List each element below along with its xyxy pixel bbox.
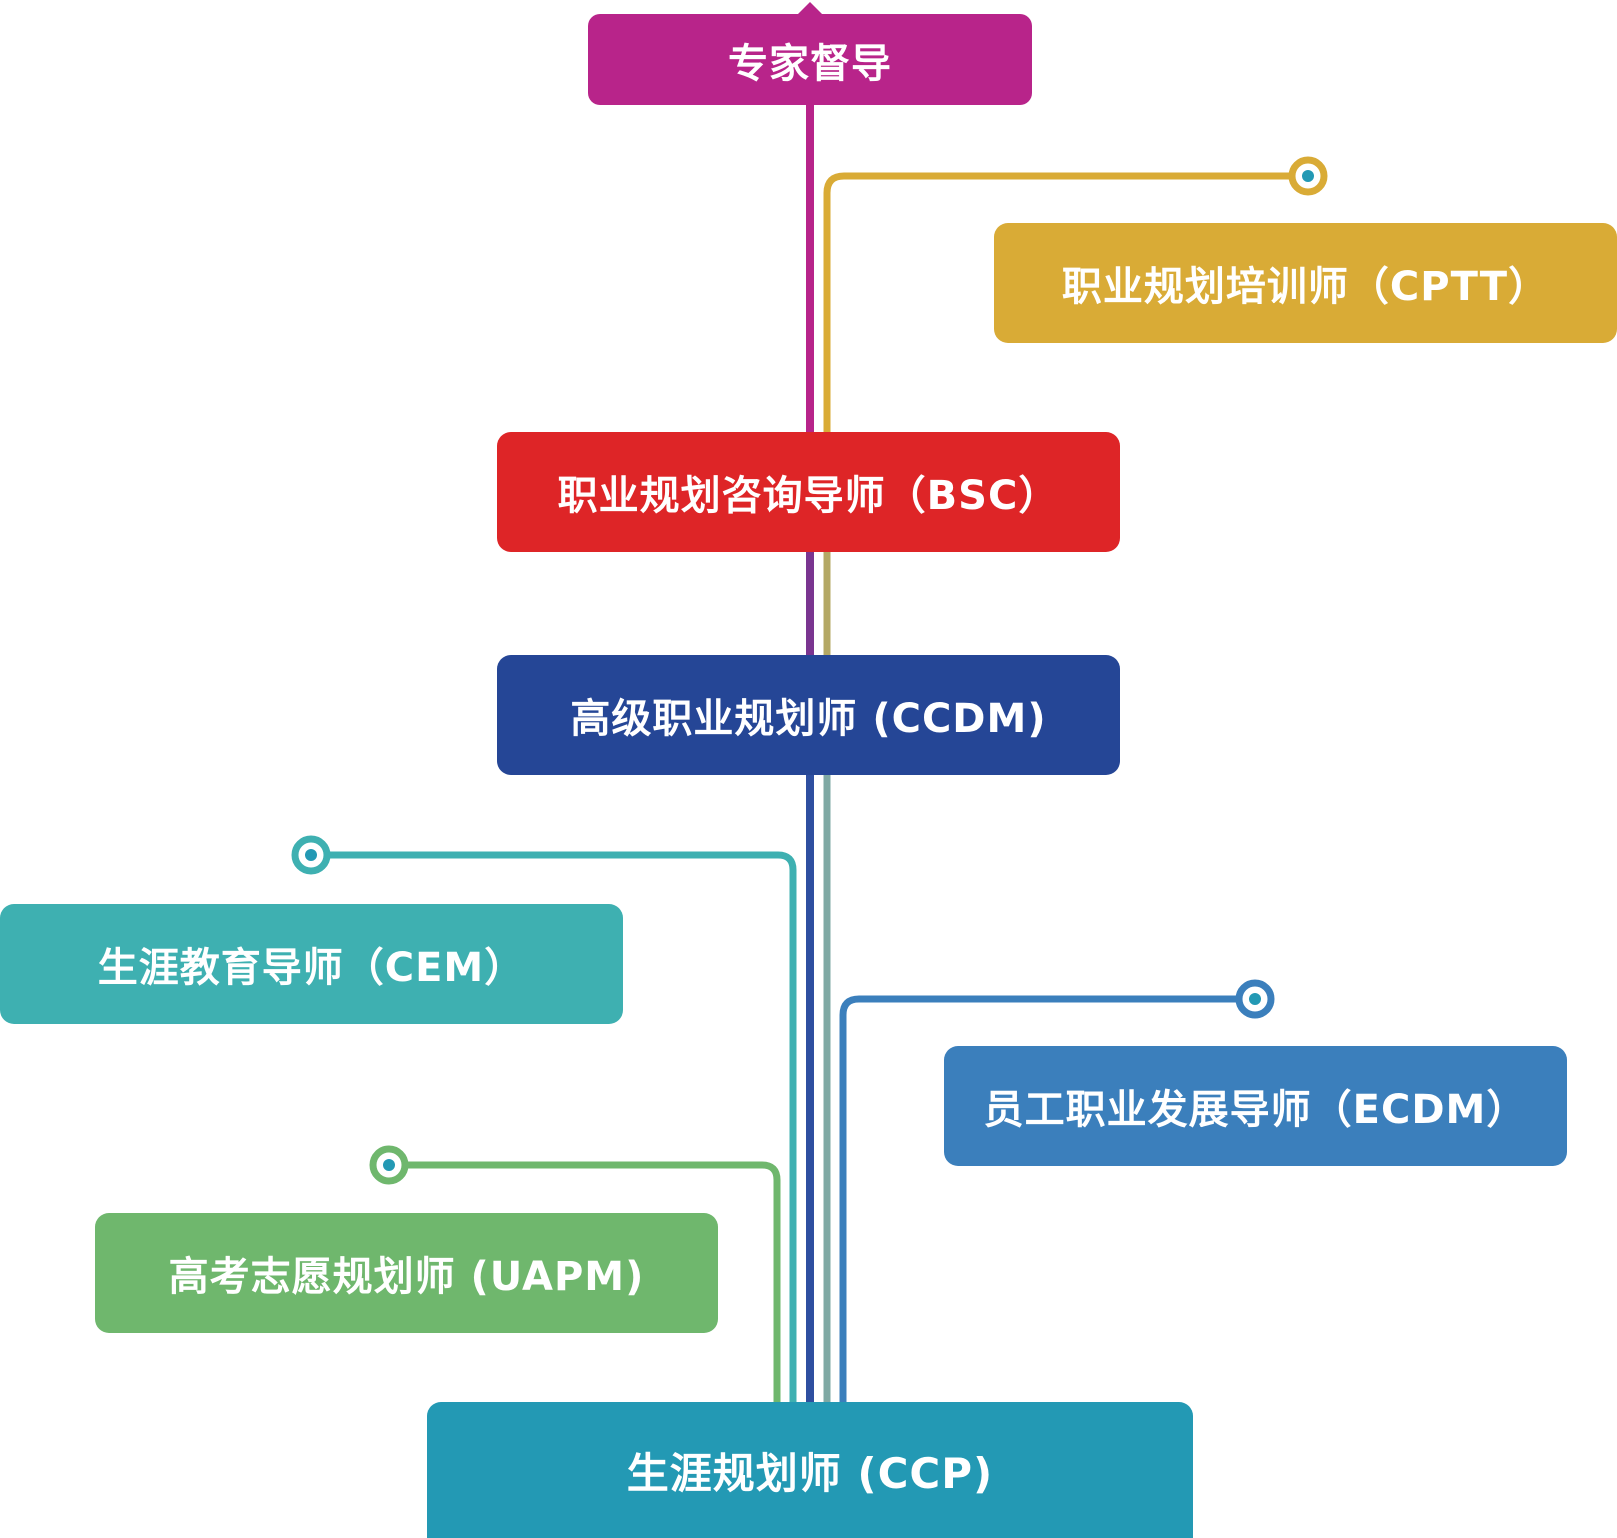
line-cem <box>311 851 797 1405</box>
node-ccp-label: 生涯规划师 (CCP) <box>626 1448 994 1498</box>
node-uapm-label: 高考志愿规划师 (UAPM) <box>168 1254 645 1300</box>
node-ccdm-label: 高级职业规划师 (CCDM) <box>570 696 1047 742</box>
node-cem: 生涯教育导师（CEM） <box>0 904 623 1024</box>
node-bsc-label: 职业规划咨询导师（BSC） <box>557 473 1060 519</box>
node-ecdm-label: 员工职业发展导师（ECDM） <box>983 1087 1528 1133</box>
node-ccp: 生涯规划师 (CCP) <box>427 1402 1193 1538</box>
node-ecdm: 员工职业发展导师（ECDM） <box>944 1046 1567 1166</box>
node-expert-supervision: 专家督导 <box>588 2 1032 105</box>
cptt-endpoint-core <box>1302 170 1314 182</box>
node-cptt-label: 职业规划培训师（CPTT） <box>1061 264 1550 310</box>
uapm-endpoint-core <box>383 1159 395 1171</box>
node-uapm: 高考志愿规划师 (UAPM) <box>95 1213 718 1333</box>
node-expert-label: 专家督导 <box>728 40 892 87</box>
line-uapm <box>389 1161 781 1405</box>
ecdm-endpoint-core <box>1249 993 1261 1005</box>
node-cem-label: 生涯教育导师（CEM） <box>97 945 526 991</box>
node-cptt: 职业规划培训师（CPTT） <box>994 223 1617 343</box>
node-bsc: 职业规划咨询导师（BSC） <box>497 432 1120 552</box>
cem-endpoint-core <box>305 849 317 861</box>
node-ccdm: 高级职业规划师 (CCDM) <box>497 655 1120 775</box>
line-ecdm <box>839 995 1255 1405</box>
line-cptt <box>823 172 1308 440</box>
